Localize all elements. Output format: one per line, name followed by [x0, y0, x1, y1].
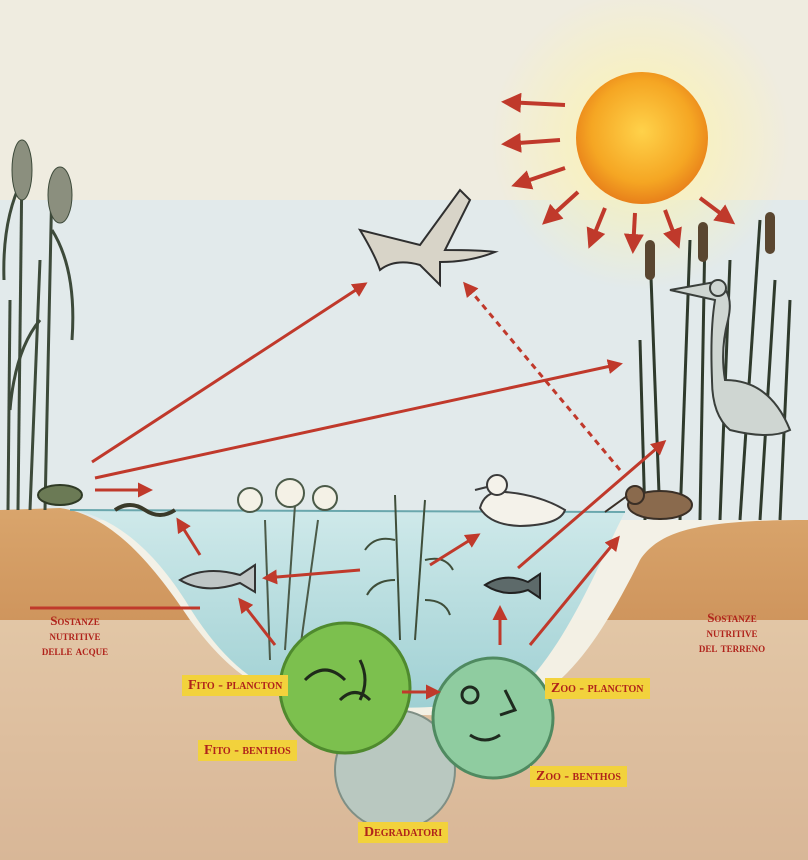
frog-icon [38, 485, 82, 505]
sun [576, 72, 708, 204]
label-phytobenthos: Fito - benthos [198, 740, 297, 761]
label-phytoplankton: Fito - plancton [182, 675, 288, 696]
label-zooplankton: Zoo - plancton [545, 678, 650, 699]
reed-plume-icon [12, 140, 32, 200]
cattail-icon [645, 240, 655, 280]
zooplankton-cell-icon [433, 658, 553, 778]
label-water-nutrients: Sostanze nutritive delle acque [20, 613, 130, 658]
phytoplankton-cell-icon [280, 623, 410, 753]
label-soil-nutrients: Sostanze nutritive del terreno [672, 610, 792, 655]
cattail-icon [765, 212, 775, 254]
reed-plume-icon [48, 167, 72, 223]
label-zoobenthos: Zoo - benthos [530, 766, 627, 787]
label-decomposers: Degradatori [358, 822, 448, 843]
cattail-icon [698, 222, 708, 262]
